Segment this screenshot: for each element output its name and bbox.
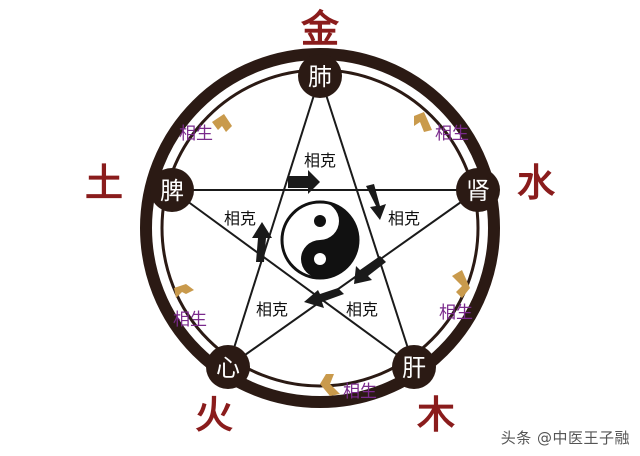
pentagram-lines <box>171 75 479 368</box>
organ-label-heart: 心 <box>216 354 240 382</box>
organ-node-spleen: 脾 <box>150 168 194 212</box>
organ-label-kidney: 肾 <box>466 177 490 205</box>
restrain-arrow-lower <box>304 288 344 308</box>
organ-node-kidney: 肾 <box>456 168 500 212</box>
chevron-arrow-icon <box>212 114 232 132</box>
restrain-arrow-right <box>366 184 386 220</box>
organ-node-heart: 心 <box>206 345 250 389</box>
element-label-earth: 土 <box>85 160 123 205</box>
watermark: 头条 @中医王子融 <box>500 429 630 447</box>
element-label-metal: 金 <box>300 6 340 51</box>
restrain-label-top: 相克 <box>304 151 336 170</box>
organ-label-spleen: 脾 <box>160 177 184 205</box>
line-heart-lung <box>227 75 321 368</box>
chevron-arrow-icon <box>452 270 470 298</box>
restrain-arrows <box>252 170 386 308</box>
generate-arrows <box>174 112 470 396</box>
restrain-label-lower-left: 相克 <box>256 300 288 319</box>
restrain-arrow-top <box>288 170 320 194</box>
line-lung-liver <box>319 75 415 368</box>
organ-node-liver: 肝 <box>392 345 436 389</box>
generate-label-fire-earth: 相生 <box>173 310 207 330</box>
generate-label-earth-metal: 相生 <box>179 124 213 144</box>
restrain-label-left: 相克 <box>224 209 256 228</box>
chevron-arrow-icon <box>174 284 194 298</box>
element-label-fire: 火 <box>195 392 233 437</box>
restrain-label-lower-right: 相克 <box>346 300 378 319</box>
restrain-arrow-left <box>252 222 272 262</box>
restrain-arrow-lower-right <box>354 256 386 284</box>
generate-label-wood-fire: 相生 <box>343 382 377 402</box>
restrain-label-right: 相克 <box>388 209 420 228</box>
organ-label-lung: 肺 <box>308 63 332 91</box>
element-label-wood: 木 <box>417 392 455 437</box>
chevron-arrow-icon <box>320 374 340 396</box>
yin-yang-icon <box>280 200 360 280</box>
organ-node-lung: 肺 <box>298 54 342 98</box>
line-liver-spleen <box>171 189 415 368</box>
element-label-water: 水 <box>517 160 556 205</box>
generate-label-water-wood: 相生 <box>439 303 473 323</box>
organ-label-liver: 肝 <box>402 354 426 382</box>
generate-label-metal-water: 相生 <box>435 124 469 144</box>
chevron-arrow-icon <box>414 112 432 132</box>
line-kidney-heart <box>227 189 479 368</box>
